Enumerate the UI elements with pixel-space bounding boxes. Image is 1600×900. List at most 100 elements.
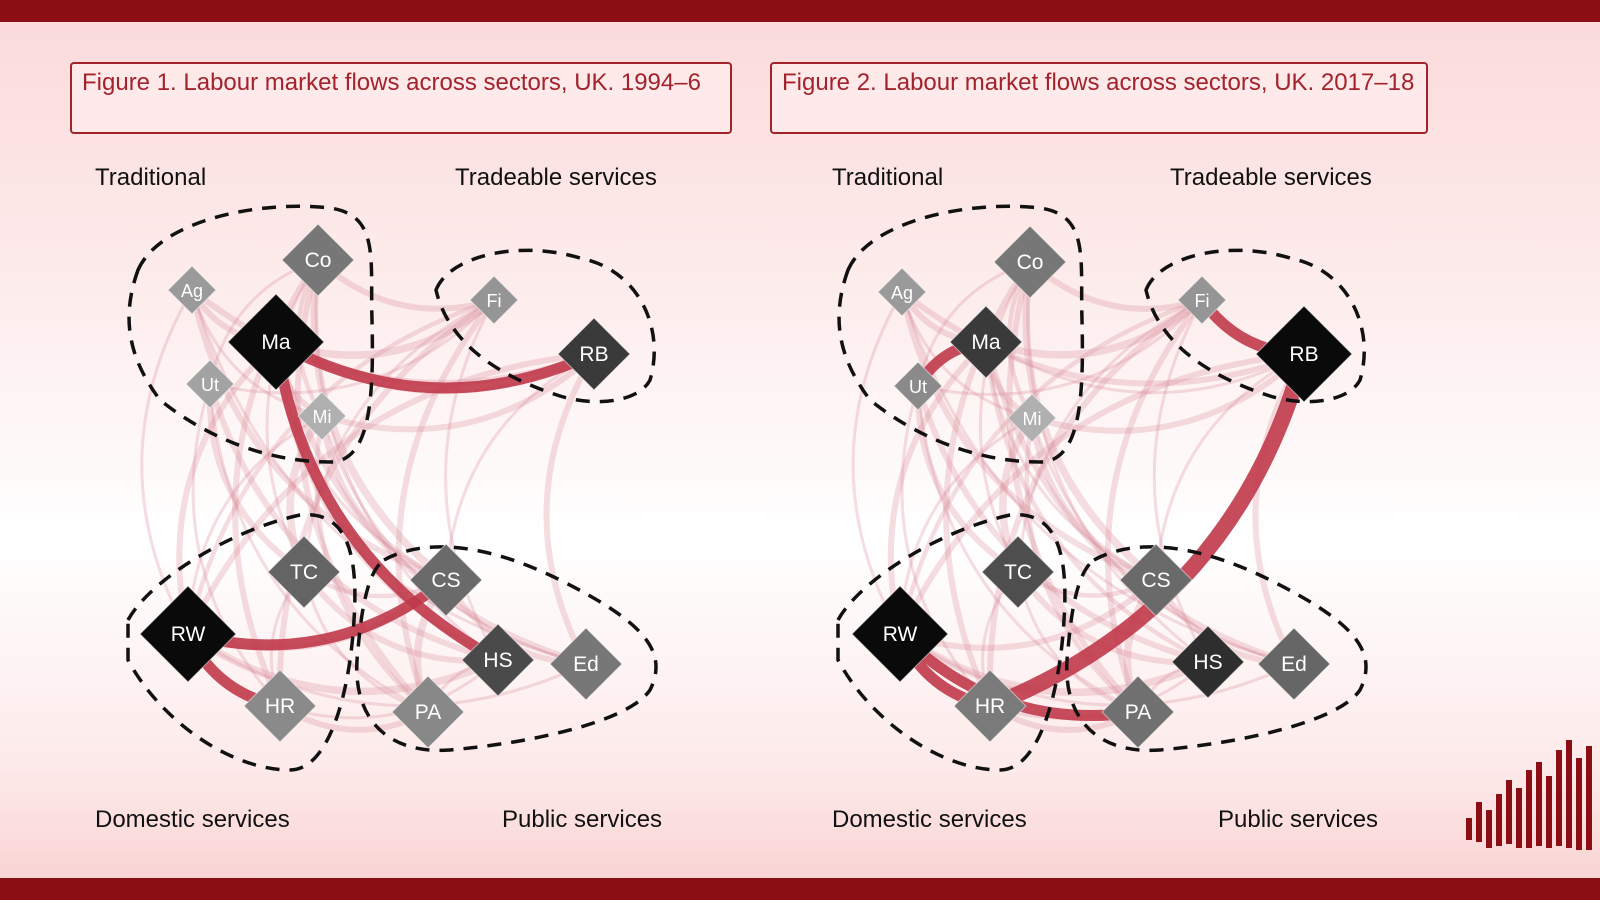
node-Co: Co [281, 223, 355, 297]
fig1-label-traditional: Traditional [95, 164, 207, 191]
node-label-HS: HS [483, 649, 512, 672]
node-label-Fi: Fi [1195, 291, 1210, 311]
node-label-PA: PA [1125, 701, 1151, 724]
flow-RW-HS [897, 630, 1210, 697]
flow-Ut-PA [208, 383, 429, 714]
node-HS: HS [461, 623, 535, 697]
node-label-TC: TC [290, 561, 318, 584]
node-diamond-RB [1255, 305, 1353, 403]
node-label-HS: HS [1193, 651, 1222, 674]
node-label-RB: RB [579, 343, 608, 366]
node-CS: CS [1119, 543, 1193, 617]
flow-Co-HS [1026, 261, 1209, 664]
node-diamond-Ma [227, 293, 325, 391]
node-Fi: Fi [469, 275, 519, 325]
node-Co: Co [993, 225, 1067, 299]
node-label-Co: Co [305, 249, 332, 272]
node-label-Ma: Ma [261, 331, 290, 354]
flow-Ma-RB [985, 340, 1305, 395]
flow-RB-CS [444, 352, 595, 581]
flow-Co-TC [978, 261, 1032, 573]
node-Ag: Ag [877, 267, 927, 317]
node-Ed: Ed [549, 627, 623, 701]
flow-Fi-TC [1016, 298, 1203, 573]
flow-Ma-CS [984, 341, 1157, 582]
figure-2-title: Figure 2. Labour market flows across sec… [770, 62, 1428, 134]
flow-Fi-TC [302, 298, 495, 573]
flow-Mi-RB [1031, 351, 1307, 434]
node-diamond-PA [1101, 675, 1175, 749]
flow-RW-Ed [899, 632, 1295, 707]
node-diamond-Ut [185, 359, 235, 409]
flow-Ma-RW [887, 339, 989, 635]
flow-Fi-PA [1104, 298, 1205, 714]
node-label-Mi: Mi [1023, 409, 1042, 429]
node-diamond-HR [953, 669, 1027, 743]
node-diamond-Co [281, 223, 355, 297]
strong-flow-Ma-RB [270, 336, 600, 394]
flow-Ag-RB [900, 289, 1306, 387]
flow-Co-CS [1022, 261, 1159, 583]
node-CS: CS [409, 543, 483, 617]
flow-RB-RW [185, 351, 595, 636]
node-HR: HR [243, 669, 317, 743]
fig1-label-tradeable: Tradeable services [455, 164, 657, 191]
node-Mi: Mi [1007, 393, 1057, 443]
group-boundary-traditional [837, 204, 1085, 464]
node-HS: HS [1171, 625, 1245, 699]
flow-Mi-CS [319, 415, 448, 583]
fig2-label-public: Public services [1218, 806, 1379, 833]
node-Mi: Mi [297, 391, 347, 441]
strong-flow-Ma-HS [270, 336, 504, 666]
fig2-label-traditional: Traditional [832, 164, 944, 191]
flow-Fi-HR [276, 297, 496, 707]
flow-RW-HS [185, 630, 500, 696]
flow-RB-RW [897, 351, 1305, 636]
node-Ag: Ag [167, 265, 217, 315]
node-Ed: Ed [1257, 627, 1331, 701]
flow-Co-TC [265, 259, 320, 573]
node-Ut: Ut [185, 359, 235, 409]
flow-RW-Ed [187, 632, 587, 708]
node-label-Ut: Ut [201, 375, 219, 395]
node-label-Ut: Ut [909, 377, 927, 397]
fig2-label-tradeable: Tradeable services [1170, 164, 1372, 191]
group-boundary-public [355, 545, 658, 753]
flow-RB-Ed [543, 352, 597, 666]
node-RW: RW [139, 585, 237, 683]
node-Ma: Ma [949, 305, 1023, 379]
node-RW: RW [851, 585, 949, 683]
node-label-Co: Co [1017, 251, 1044, 274]
node-diamond-Mi [1007, 393, 1057, 443]
flow-Ut-TC [206, 383, 306, 575]
node-diamond-Ma [949, 305, 1023, 379]
group-boundary-domestic [836, 513, 1067, 772]
flow-Ut-Fi [917, 298, 1204, 396]
node-diamond-CS [1119, 543, 1193, 617]
flow-Ma-Ed [983, 341, 1295, 667]
bottom-frame-bar [0, 878, 1600, 900]
flow-Mi-CS [1029, 417, 1158, 583]
top-frame-bar [0, 0, 1600, 22]
node-diamond-Mi [297, 391, 347, 441]
node-HR: HR [953, 669, 1027, 743]
node-label-Fi: Fi [487, 291, 502, 311]
node-diamond-PA [391, 675, 465, 749]
flow-Fi-PA [395, 298, 497, 714]
bar-logo-icon [1466, 740, 1592, 850]
node-label-TC: TC [1004, 561, 1032, 584]
node-label-Ed: Ed [573, 653, 599, 676]
flow-Ag-RW [140, 289, 194, 635]
node-diamond-Ag [167, 265, 217, 315]
flow-Co-HS [314, 259, 499, 662]
node-TC: TC [267, 535, 341, 609]
node-label-PA: PA [415, 701, 441, 724]
node-diamond-TC [981, 535, 1055, 609]
node-diamond-HR [243, 669, 317, 743]
node-diamond-HS [1171, 625, 1245, 699]
group-boundary-public [1065, 545, 1368, 753]
node-label-Mi: Mi [313, 407, 332, 427]
